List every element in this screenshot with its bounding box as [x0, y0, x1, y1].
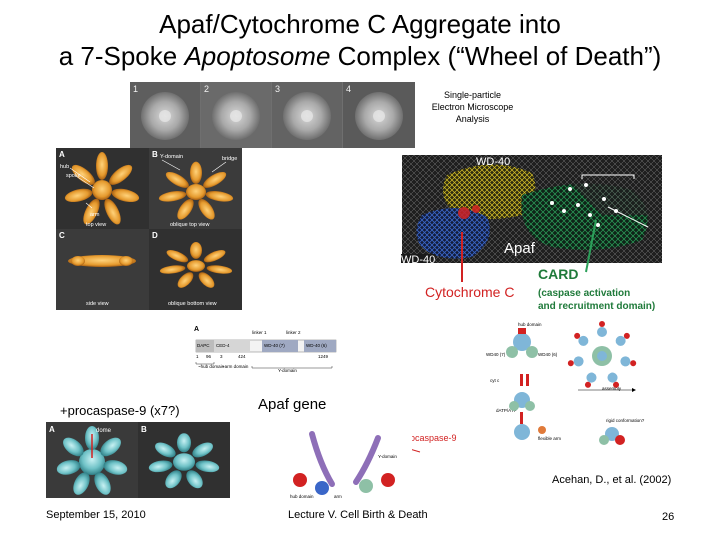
model-hub-label: hub — [60, 164, 69, 170]
em-micrograph-svg: 1 2 3 4 — [130, 82, 415, 148]
model-label-c: C — [59, 231, 65, 240]
model-spoke-label: spoke — [66, 173, 81, 179]
pathway-flexible-text: flexible arm — [538, 436, 561, 441]
procaspase-9-red-label: procaspase-9 — [402, 433, 457, 443]
mesh-card-description: (caspase activation and recruitment doma… — [538, 287, 655, 313]
card-desc-line2: and recruitment domain) — [538, 301, 656, 312]
mesh-cytochrome-label: Cytochrome C — [425, 284, 515, 300]
mesh-wd40-left-label: WD-40 — [401, 254, 436, 263]
procaspase-panel-b: B — [141, 425, 147, 434]
procaspase-panel-a: A — [49, 425, 55, 434]
procaspase-x7-label: +procaspase-9 (x7?) — [60, 403, 180, 418]
pathway-wd40-7-text: WD40 (7) — [486, 352, 506, 357]
mesh-wd40-top-label: WD-40 — [476, 156, 510, 168]
model-label-a: A — [59, 150, 65, 159]
title-line2-italic: Apoptosome — [184, 41, 331, 71]
mesh-card-label: CARD — [538, 266, 579, 282]
procaspase-dome-label: dome — [96, 428, 112, 434]
apaf-gene-svg: A DAPC CED-4 linker 1 linker 2 WD-40 (7)… — [194, 326, 337, 373]
gene-linker1-text: linker 1 — [252, 330, 267, 335]
slide-title-line2: a 7-Spoke Apoptosome Complex (“Wheel of … — [0, 40, 720, 72]
mesh-apaf-label: Apaf — [504, 240, 536, 257]
procaspase-binding-diagram: hub domain arm Y-domain — [282, 424, 412, 502]
pathway-cytc-text: cyt c — [490, 378, 500, 383]
gene-card-text: DAPC — [197, 343, 210, 348]
em-caption-line1: Single-particle — [443, 90, 502, 100]
gene-linker2-text: linker 2 — [286, 330, 301, 335]
gene-ced4-text: CED-4 — [216, 343, 230, 348]
em-number-2: 2 — [204, 84, 209, 94]
pathway-rigid-text: rigid conformation? — [606, 418, 645, 423]
pathway-wd40-6-text: WD40 (6) — [538, 352, 558, 357]
slide-title-line1: Apaf/Cytochrome C Aggregate into — [159, 9, 561, 39]
model-oblique-bottom-view-label: oblique bottom view — [168, 301, 217, 307]
gene-num-0: 1 — [196, 354, 199, 359]
binding-hub-text: hub domain — [290, 494, 314, 499]
gene-panel-label: A — [194, 326, 199, 333]
gene-num-4: 1249 — [318, 354, 329, 359]
em-micrograph-strip: 1 2 3 4 — [130, 82, 415, 148]
apaf-mesh-svg: WD-40 Apaf — [402, 155, 662, 263]
gene-hub-domain-text: ~hub domain — [198, 364, 225, 369]
gene-wd40a-text: WD-40 (7) — [264, 343, 285, 348]
card-desc-line1: (caspase activation — [538, 288, 631, 299]
citation: Acehan, D., et al. (2002) — [552, 474, 672, 486]
title-line2-post: Complex (“Wheel of Death”) — [330, 41, 662, 71]
apaf-gene-diagram: A DAPC CED-4 linker 1 linker 2 WD-40 (7)… — [192, 322, 342, 382]
em-number-1: 1 — [133, 84, 138, 94]
procaspase-figure-svg: A B dome — [46, 422, 230, 498]
model-top-view-label: top view — [86, 222, 106, 228]
assembly-diagram-svg: hub domain WD40 (7) WD40 (6) cyt c assem… — [486, 321, 645, 445]
pathway-hub-domain-text: hub domain — [518, 322, 542, 327]
gene-num-1: 96 — [206, 354, 212, 359]
gene-arm-domain-text: ~arm domain — [222, 364, 249, 369]
apoptosome-assembly-diagram: hub domain WD40 (7) WD40 (6) cyt c assem… — [482, 316, 668, 450]
apaf-mesh-structure-figure: WD-40 Apaf — [402, 155, 662, 263]
em-caption-line2: Electron Microscope — [431, 102, 514, 112]
gene-ydomain-text: Y-domain — [278, 368, 297, 373]
apoptosome-procaspase-figure: A B dome — [46, 422, 230, 498]
binding-diagram-svg: hub domain arm Y-domain — [290, 431, 397, 499]
apoptosome-3d-model-figure: A B C D hub spoke arm Y-domain bridge to… — [56, 148, 242, 310]
model-label-b: B — [152, 150, 158, 159]
model-ydomain-label: Y-domain — [160, 154, 183, 160]
em-caption: Single-particle Electron Microscope Anal… — [415, 89, 530, 125]
binding-arm-text: arm — [334, 494, 342, 499]
model-label-d: D — [152, 231, 158, 240]
footer-page-number: 26 — [662, 511, 675, 523]
pathway-datp-text: dATP/ATP — [496, 408, 517, 413]
footer-lecture: Lecture V. Cell Birth & Death — [288, 509, 428, 521]
binding-ydomain-text: Y-domain — [378, 454, 397, 459]
em-number-4: 4 — [346, 84, 351, 94]
gene-num-3: 424 — [238, 354, 246, 359]
model-bridge-label: bridge — [222, 156, 237, 162]
pathway-assembly-text: assembly — [602, 386, 622, 391]
title-line2-pre: a 7-Spoke — [58, 41, 185, 71]
gene-wd40b-text: WD-40 (6) — [306, 343, 327, 348]
model-oblique-top-view-label: oblique top view — [170, 222, 209, 228]
apoptosome-3d-model-svg: A B C D hub spoke arm Y-domain bridge to… — [56, 148, 242, 310]
gene-num-2: 3 — [220, 354, 223, 359]
footer-date: September 15, 2010 — [46, 509, 146, 521]
model-side-view-label: side view — [86, 301, 109, 307]
em-number-3: 3 — [275, 84, 280, 94]
apaf-gene-label: Apaf gene — [258, 396, 327, 413]
em-caption-line3: Analysis — [455, 114, 490, 124]
model-arm-label: arm — [90, 212, 100, 218]
